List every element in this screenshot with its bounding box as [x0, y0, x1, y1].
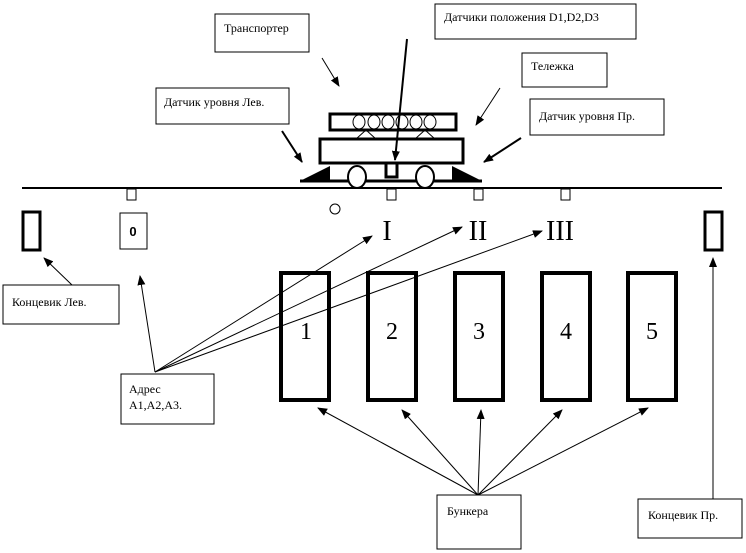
position-two-label: II: [469, 216, 488, 247]
position-zero-label: 0: [129, 224, 136, 239]
arrow-address-0: [137, 275, 156, 373]
address-label-line1: Адрес: [129, 382, 161, 396]
cart-label-box: Тележка: [521, 52, 608, 88]
level-sensor-right-label: Датчик уровня Пр.: [539, 109, 635, 123]
limit-switch-left-shape: [21, 210, 42, 252]
bunker-5: 5: [626, 271, 678, 402]
position-zero-box: [119, 212, 148, 250]
bunker-number: 1: [300, 319, 312, 345]
limit-switch-right-shape: [703, 210, 724, 252]
bunker-number: 4: [560, 319, 572, 345]
bunker-4: 4: [540, 271, 592, 402]
arrow-transporter: [321, 57, 340, 87]
arrow-address-2: [154, 226, 463, 373]
transporter-label-box: Транспортер: [214, 13, 310, 53]
level-sensor-left-label-box: Датчик уровня Лев.: [155, 87, 290, 125]
cart-label: Тележка: [531, 59, 574, 73]
cart-shape: [300, 137, 482, 189]
arrow-bunker-3: [476, 409, 485, 496]
rail-sensor-tick-2: [473, 188, 484, 201]
arrow-bunker-5: [477, 407, 649, 496]
bunkers-label-box: Бункера: [436, 494, 522, 550]
arrow-bunker-1: [317, 407, 479, 496]
arrow-cart: [475, 87, 501, 126]
level-sensor-right-label-box: Датчик уровня Пр.: [529, 98, 665, 136]
bunker-1: 1: [279, 271, 331, 402]
bunkers-label: Бункера: [447, 504, 489, 518]
transporter-shape: [328, 112, 458, 140]
arrow-limit-switch-left: [43, 257, 73, 286]
position-three-label: III: [546, 216, 574, 247]
limit-switch-right-label: Концевик Пр.: [648, 508, 718, 522]
rail-sensor-tick-3: [560, 188, 571, 201]
bunker-3: 3: [453, 271, 505, 402]
level-sensor-left-label: Датчик уровня Лев.: [164, 95, 264, 109]
arrow-level-sensor-left: [281, 130, 303, 163]
bunker-2: 2: [366, 271, 418, 402]
limit-switch-left-label-box: Концевик Лев.: [2, 284, 120, 325]
bunker-number: 5: [646, 319, 658, 345]
position-one-label: I: [382, 216, 391, 247]
position-sensors-label: Датчики положения D1,D2,D3: [444, 10, 599, 24]
position-sensors-label-box: Датчики положения D1,D2,D3: [434, 3, 637, 40]
address-label-box: Адрес А1,А2,А3.: [120, 373, 215, 425]
rail-sensor-tick-1: [386, 188, 397, 201]
arrow-address-1: [154, 235, 373, 373]
annotation-arrows: [43, 38, 717, 499]
arrow-bunker-2: [401, 409, 479, 496]
limit-switch-right-label-box: Концевик Пр.: [637, 498, 743, 539]
transporter-label: Транспортер: [224, 21, 289, 35]
arrow-address-3: [154, 230, 543, 373]
arrow-position-sensors: [391, 38, 408, 161]
arrow-level-sensor-right: [483, 137, 522, 163]
current-position-circle: [329, 203, 341, 215]
arrow-bunker-4: [477, 409, 563, 496]
rail-sensor-tick-0: [126, 188, 137, 201]
address-label-line2: А1,А2,А3.: [129, 398, 182, 412]
limit-switch-left-label: Концевик Лев.: [12, 295, 87, 309]
bunker-number: 2: [386, 319, 398, 345]
bunker-number: 3: [473, 319, 485, 345]
